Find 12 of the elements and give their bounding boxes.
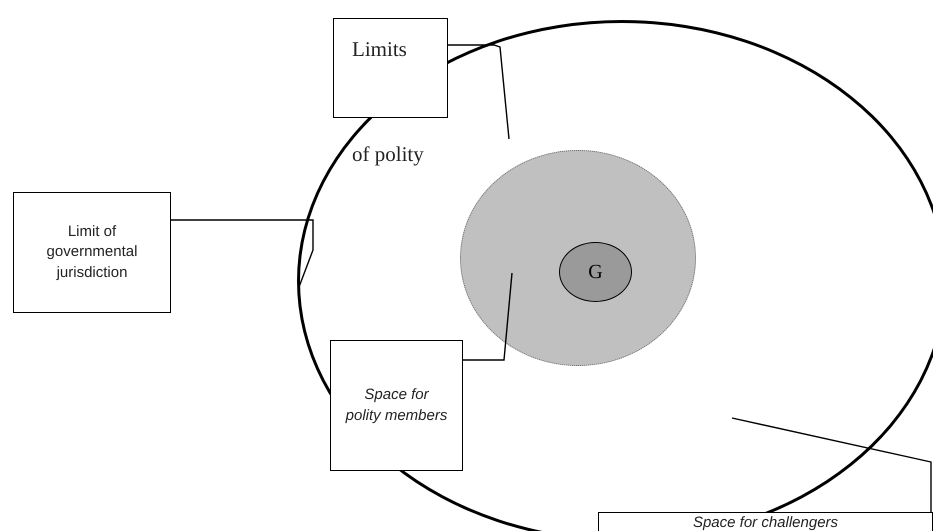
label-box: [13, 192, 171, 313]
label-box: [598, 512, 933, 531]
box-label: Space for challengers: [692, 512, 840, 531]
leader-line: [171, 219, 314, 288]
box-label: Space for polity members: [344, 385, 448, 426]
leader-line: [448, 44, 510, 140]
leader-line: [463, 272, 513, 361]
box-label: Limit of governmental jurisdiction: [46, 222, 138, 283]
node-label: G: [587, 260, 604, 284]
box-label: Limits: [352, 36, 407, 63]
leader-line: [732, 417, 932, 512]
free-label: of polity: [352, 142, 424, 167]
